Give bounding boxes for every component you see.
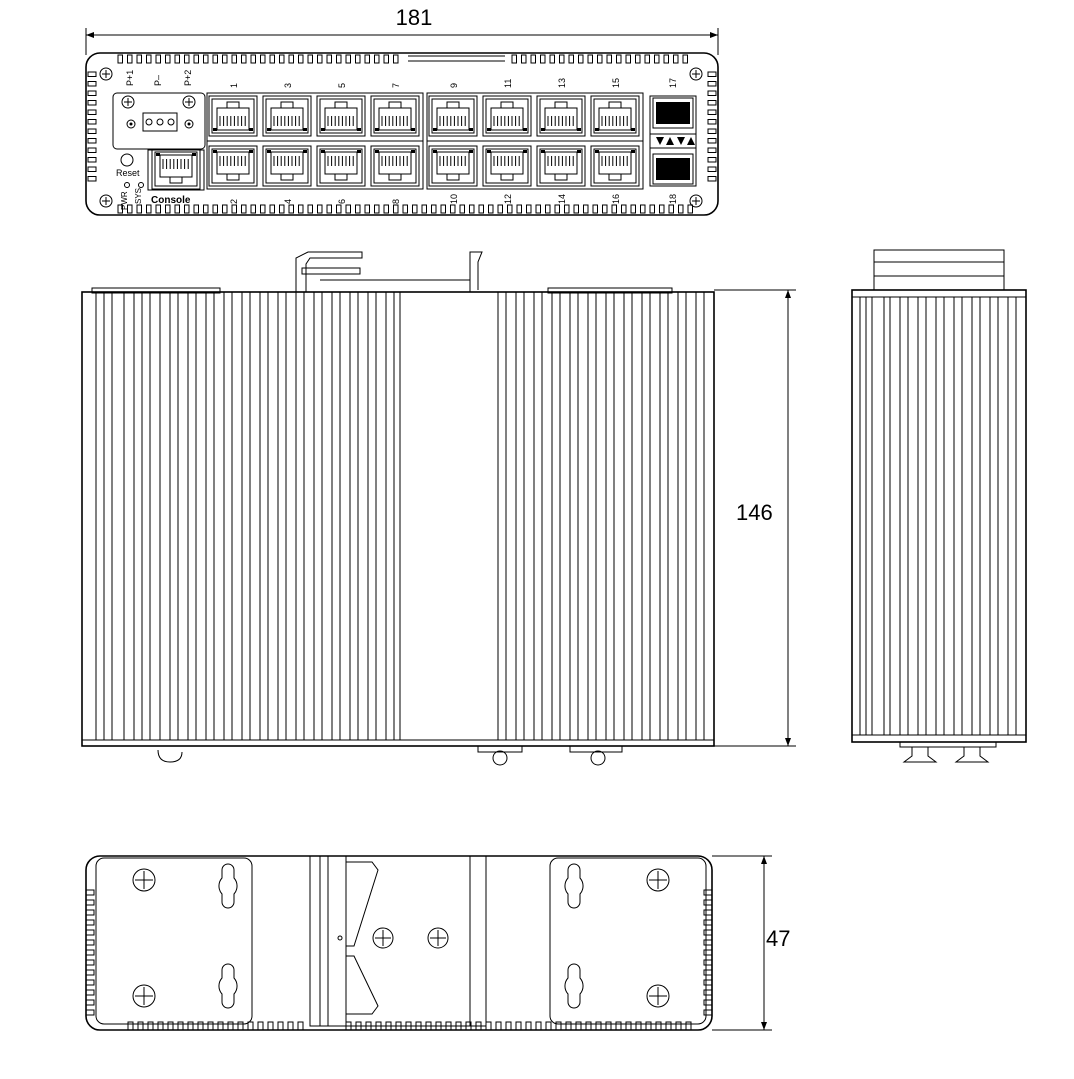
width-dimension-label: 181: [396, 5, 433, 30]
rj45-port-icon: [316, 145, 366, 187]
rj45-port-icon: [370, 95, 420, 137]
front-panel-screws: [99, 67, 703, 208]
port-number-label: 2: [229, 199, 239, 204]
heatsink-fins-bottom: [117, 204, 693, 214]
side-fins: [95, 292, 705, 740]
rj45-port-icon: [428, 95, 478, 137]
reset-label: Reset: [116, 168, 140, 178]
power-label-pminus: P–: [153, 75, 163, 86]
port-number-label: 11: [503, 79, 513, 88]
port-number-label: 8: [391, 199, 401, 204]
side-view: 146: [81, 251, 796, 766]
screw-icon: [132, 868, 156, 892]
screw-icon: [372, 927, 394, 949]
rj45-port-icon: [590, 95, 640, 137]
bottom-fins: [85, 889, 713, 1031]
end-view: [851, 249, 1027, 763]
screw-icon: [99, 194, 113, 208]
port-number-label: 1: [229, 83, 239, 88]
screw-icon: [689, 194, 703, 208]
depth-dimension: 47: [712, 855, 790, 1031]
port-number-label: 10: [449, 194, 459, 204]
mounting-slots: [218, 863, 584, 1009]
screw-icon: [646, 868, 670, 892]
port-number-label: 13: [557, 78, 567, 88]
mounting-slot-icon: [564, 863, 584, 909]
end-feet: [899, 741, 997, 763]
din-rail: [309, 855, 487, 1027]
sfp-ports: 17 18: [649, 78, 697, 204]
screw-icon: [121, 95, 135, 109]
port-number-label: 9: [449, 83, 459, 88]
port-number-label: 12: [503, 194, 513, 204]
heatsink-fins-top: [117, 54, 688, 64]
rj45-port-icon: [316, 95, 366, 137]
height-dimension: 146: [714, 289, 796, 747]
sfp-port-icon: [656, 102, 690, 124]
port-number-label: 16: [611, 194, 621, 204]
side-body: [81, 291, 715, 747]
rj45-port-icon: [536, 95, 586, 137]
bottom-view: 47: [85, 855, 790, 1031]
console-label: Console: [151, 195, 191, 206]
screw-icon: [99, 67, 113, 81]
mounting-slot-icon: [218, 963, 238, 1009]
depth-dimension-label: 47: [766, 926, 790, 951]
rj45-port-icon: [482, 145, 532, 187]
console-port: Console: [147, 148, 205, 206]
end-fins: [859, 297, 1017, 735]
port-number-label: 7: [391, 83, 401, 88]
reset-button: [120, 153, 134, 167]
rj45-port-icon: [536, 145, 586, 187]
led-label-sys: SYS: [134, 188, 143, 204]
front-panel-view: 181 P+1 P– P+2 Reset: [85, 5, 719, 216]
rj45-port-icon: [482, 95, 532, 137]
bottom-screws: [132, 868, 670, 1008]
rj45-port-icon: [590, 145, 640, 187]
port-number-label: 3: [283, 83, 293, 88]
led-indicators: PWR SYS: [120, 182, 144, 210]
led-indicator-icon: [124, 182, 130, 188]
mounting-slot-icon: [564, 963, 584, 1009]
bracket-right: [549, 857, 707, 1025]
terminal-block-icon: [145, 118, 153, 126]
port-number-label: 5: [337, 83, 347, 88]
screw-icon: [132, 984, 156, 1008]
end-body: [851, 289, 1027, 743]
port-number-label: 6: [337, 199, 347, 204]
width-dimension: 181: [85, 5, 719, 55]
port-number-label: 14: [557, 194, 567, 204]
rj45-port-icon: [208, 145, 258, 187]
rj45-port-icon: [208, 95, 258, 137]
screw-icon: [427, 927, 449, 949]
rj45-ports: [208, 95, 640, 187]
front-panel-outline: [85, 52, 719, 216]
din-clip-icon: [295, 251, 483, 292]
bracket-left: [95, 857, 253, 1025]
screw-icon: [646, 984, 670, 1008]
screw-icon: [182, 95, 196, 109]
power-label-p2: P+2: [183, 70, 193, 86]
rj45-port-icon: [151, 148, 201, 190]
rj45-port-icon: [428, 145, 478, 187]
bottom-connectors: [157, 745, 623, 766]
power-label-p1: P+1: [125, 70, 135, 86]
bottom-outline: [85, 855, 713, 1031]
rj45-port-icon: [262, 95, 312, 137]
led-label-pwr: PWR: [120, 191, 129, 210]
power-terminal: P+1 P– P+2: [112, 70, 206, 150]
height-dimension-label: 146: [736, 500, 773, 525]
port-number-label: 4: [283, 199, 293, 204]
screw-icon: [689, 67, 703, 81]
rj45-port-icon: [262, 145, 312, 187]
rj45-port-icon: [370, 145, 420, 187]
port-number-label: 15: [611, 78, 621, 88]
sfp-number-17: 17: [668, 78, 678, 88]
mounting-slot-icon: [218, 863, 238, 909]
heatsink-fins-side: [87, 71, 717, 182]
sfp-number-18: 18: [668, 194, 678, 204]
